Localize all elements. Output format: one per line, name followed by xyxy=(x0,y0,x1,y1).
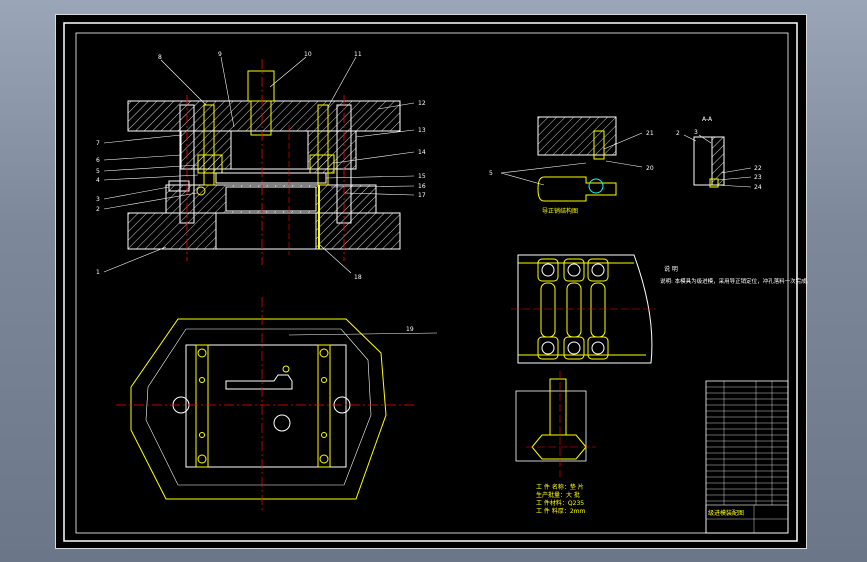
part-spec-4: 工 件 料厚：2mm xyxy=(536,507,585,515)
detail-label-23: 23 xyxy=(754,174,762,181)
plan-label-19: 19 xyxy=(406,326,414,333)
main-label-6: 6 xyxy=(96,157,100,164)
drawing-border xyxy=(63,22,798,542)
part-spec-3: 工 件材料：Q235 xyxy=(536,499,584,507)
title-block: 级进模装配图 xyxy=(705,380,789,534)
strip-note: 说明: 本模具为级进模，采用导正销定位，冲孔落料一次完成。 xyxy=(660,277,808,285)
main-label-16: 16 xyxy=(418,183,426,190)
drawing-sheet: 7 6 5 4 3 2 1 8 9 10 11 12 13 14 15 16 1… xyxy=(55,14,808,549)
guide-label-5: 5 xyxy=(489,170,493,177)
plan-view: 19 xyxy=(116,297,438,510)
main-label-11: 11 xyxy=(354,51,362,58)
main-section-view: 7 6 5 4 3 2 1 8 9 10 11 12 13 14 15 16 1… xyxy=(96,51,426,281)
detail-label-24: 24 xyxy=(754,184,762,191)
main-label-1: 1 xyxy=(96,269,100,276)
section-aa-detail: A-A 2 3 22 23 24 xyxy=(676,116,762,191)
guide-caption: 导正销结构图 xyxy=(542,207,578,215)
main-label-9: 9 xyxy=(218,51,222,58)
main-label-4: 4 xyxy=(96,177,100,184)
main-label-12: 12 xyxy=(418,100,426,107)
guide-label-21: 21 xyxy=(646,130,654,137)
main-label-8: 8 xyxy=(158,54,162,61)
section-aa-title: A-A xyxy=(702,116,713,123)
main-label-18: 18 xyxy=(354,274,362,281)
main-label-7: 7 xyxy=(96,140,100,147)
part-spec-2: 生产批量：大 批 xyxy=(536,491,580,499)
guide-label-20: 20 xyxy=(646,165,654,172)
title-block-label: 级进模装配图 xyxy=(708,509,744,517)
strip-layout: 说 明 说明: 本模具为级进模，采用导正销定位，冲孔落料一次完成。 xyxy=(511,254,808,364)
part-spec-1: 工 件 名称：垫 片 xyxy=(536,483,584,491)
drawing-inner-border xyxy=(75,32,789,534)
detail-label-22: 22 xyxy=(754,165,762,172)
main-label-10: 10 xyxy=(304,51,312,58)
guide-pin-detail: 5 21 20 导正销结构图 xyxy=(489,116,654,215)
main-label-5: 5 xyxy=(96,168,100,175)
part-detail: 工 件 名称：垫 片 生产批量：大 批 工 件材料：Q235 工 件 料厚：2m… xyxy=(515,371,596,515)
cad-drawing: 7 6 5 4 3 2 1 8 9 10 11 12 13 14 15 16 1… xyxy=(63,22,808,542)
main-label-13: 13 xyxy=(418,127,426,134)
strip-title: 说 明 xyxy=(664,265,678,273)
detail-label-3: 3 xyxy=(694,129,698,136)
main-label-15: 15 xyxy=(418,173,426,180)
main-label-14: 14 xyxy=(418,149,426,156)
main-label-2: 2 xyxy=(96,206,100,213)
main-label-17: 17 xyxy=(418,192,426,199)
main-label-3: 3 xyxy=(96,196,100,203)
detail-label-2: 2 xyxy=(676,130,680,137)
